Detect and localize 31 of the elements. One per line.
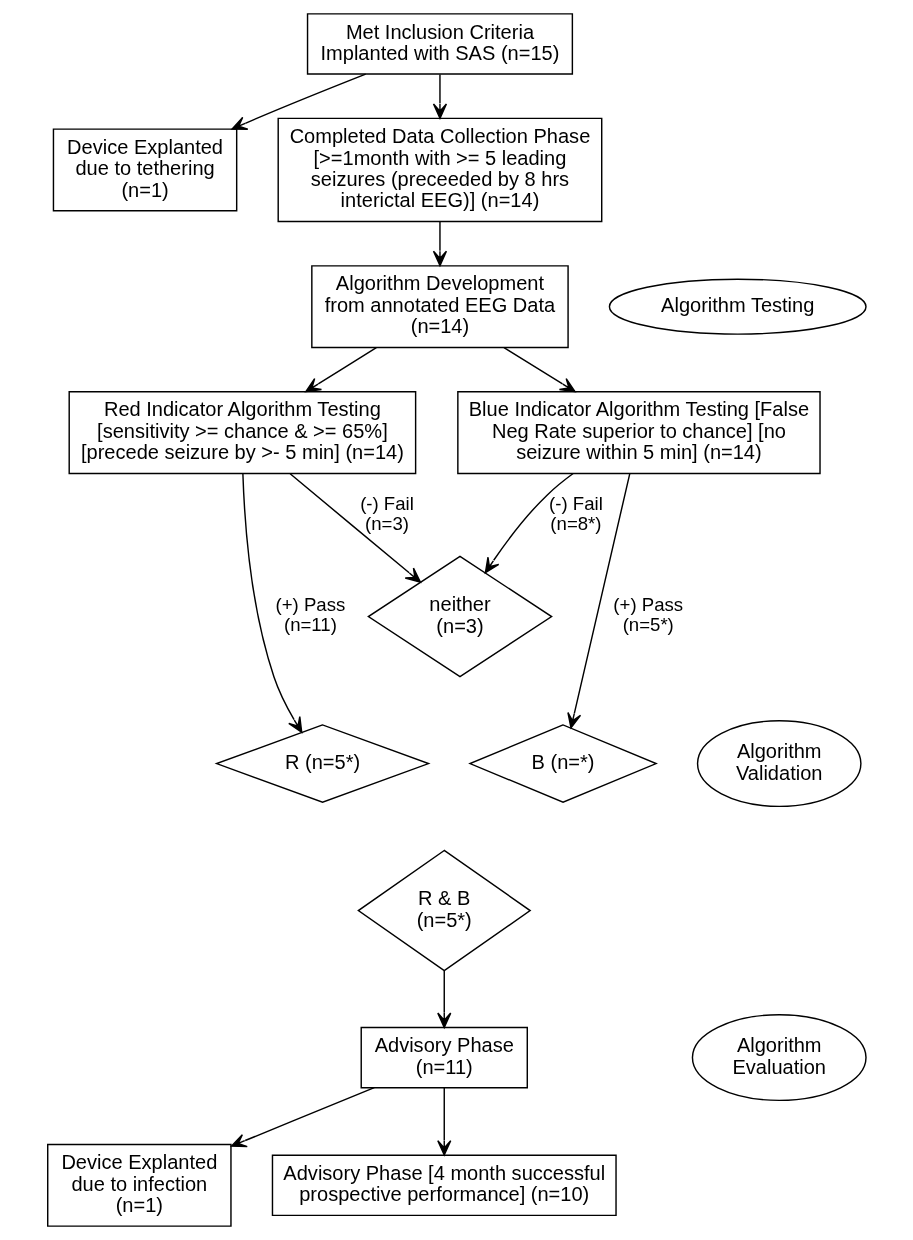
node-ellipse: Algorithm Testing bbox=[608, 278, 867, 335]
edge-label: (+) Pass (n=5*) bbox=[612, 594, 683, 636]
node-box: Blue Indicator Algorithm Testing [False Neg Rate superior to chance] [no seizure within 5 min] (n=14) bbox=[456, 391, 821, 475]
node-box: Completed Data Collection Phase [>=1month with >= 5 leading seizures (preceeded by 8 hrs interictal EEG)] (n=14) bbox=[277, 117, 602, 223]
node-box: Algorithm Development from annotated EEG Data (n=14) bbox=[310, 265, 569, 349]
node-box: Advisory Phase (n=11) bbox=[360, 1026, 528, 1089]
node-box: Red Indicator Algorithm Testing [sensitivity >= chance & >= 65%] [precede seizure by >- 5 min] (n=14) bbox=[68, 391, 416, 475]
arrow bbox=[432, 73, 447, 120]
edge-label: (+) Pass (n=11) bbox=[275, 594, 345, 636]
arrow bbox=[484, 472, 574, 574]
arrow bbox=[230, 1086, 375, 1148]
arrow bbox=[230, 73, 366, 130]
edge-label: (-) Fail (n=3) bbox=[359, 492, 414, 534]
node-diamond: B (n=*) bbox=[467, 724, 658, 803]
node-ellipse: Algorithm Validation bbox=[696, 720, 862, 808]
arrow bbox=[502, 347, 576, 393]
node-box: Device Explanted due to tethering (n=1) bbox=[52, 128, 237, 212]
arrow bbox=[436, 970, 451, 1029]
node-diamond: R (n=5*) bbox=[214, 724, 431, 803]
arrow bbox=[241, 473, 302, 733]
node-ellipse: Algorithm Evaluation bbox=[691, 1014, 867, 1102]
edge-label: (-) Fail (n=8*) bbox=[548, 492, 603, 534]
node-diamond: R & B (n=5*) bbox=[356, 849, 531, 972]
node-box: Advisory Phase [4 month successful prospective performance] (n=10) bbox=[271, 1154, 617, 1217]
node-box: Device Explanted due to infection (n=1) bbox=[46, 1143, 232, 1227]
node-box: Met Inclusion Criteria Implanted with SAS (n=15) bbox=[306, 13, 573, 75]
arrow bbox=[432, 220, 447, 267]
arrow bbox=[288, 473, 421, 583]
arrow bbox=[436, 1087, 451, 1156]
arrow bbox=[304, 347, 377, 393]
arrow bbox=[566, 472, 630, 729]
